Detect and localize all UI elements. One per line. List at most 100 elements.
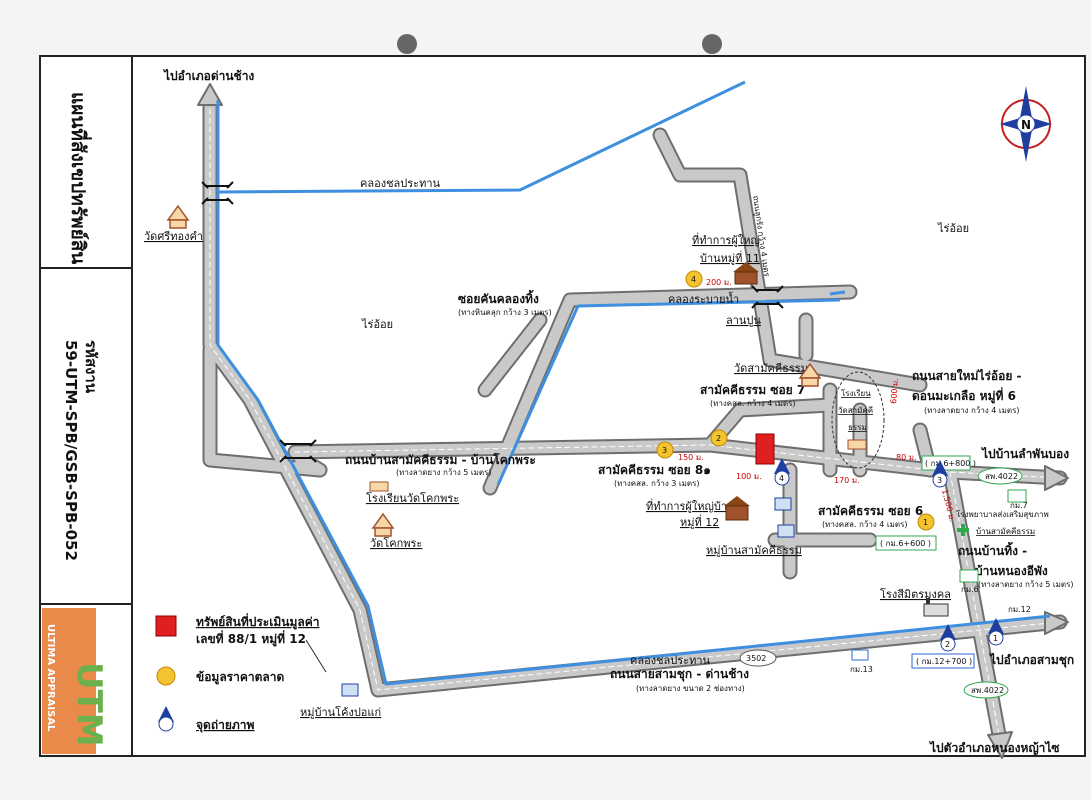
canals (216, 80, 1051, 686)
hospital-icon (957, 524, 969, 536)
destination-dan-chang: ไปอำเภอด่านช้าง (162, 68, 254, 83)
svg-text:( กม.12+700 ): ( กม.12+700 ) (916, 657, 972, 666)
road-rai-oi-donmaklua-1: ถนนสายใหม่ไร่อ้อย - (912, 368, 1022, 383)
road-ban-thing-1: ถนนบ้านทิ้ง - (958, 541, 1027, 558)
distance-600: 600 ม. (889, 378, 900, 404)
price-point-4: 4 (685, 270, 703, 288)
canal-label-bottom: คลองชลประทาน (630, 654, 711, 667)
area-rai-oi-west: ไร่อ้อย (361, 318, 393, 331)
road-soi-khan-khlong-thing: ซอยคันคลองทิ้ง (458, 289, 539, 306)
place-phu-yai-11-line1: ที่ทำการผู้ใหญ่ (692, 232, 760, 247)
route-shield: สพ.4022 (977, 467, 1023, 485)
compass-icon: N (1000, 86, 1052, 162)
road-soi-6: สามัคคีธรรม ซอย 6 (818, 504, 923, 518)
svg-text:กม.6: กม.6 (961, 585, 979, 594)
place-hospital-line2: บ้านสามัคคีธรรม (976, 527, 1035, 536)
place-village-khong-pon: หมู่บ้านโค้งปอแก่ (300, 705, 381, 719)
photo-point-3: 3 (932, 460, 948, 488)
legend-property-line1: ทรัพย์สินที่ประเมินมูลค่า (196, 613, 320, 630)
area-rai-oi-east: ไร่อ้อย (937, 222, 969, 235)
distance-80: 80 ม. (896, 453, 917, 462)
sidebar-title: แผนที่สังเขปทรัพย์สิน (67, 92, 92, 264)
temple-icon (166, 204, 190, 229)
place-school-khok-phra: โรงเรียนวัดโคกพระ (366, 491, 459, 505)
svg-text:( กม.6+600 ): ( กม.6+600 ) (880, 539, 931, 548)
road-soi-khan-khlong-thing-sub: (ทางหินคลุก กว้าง 3 เมตร) (458, 308, 552, 317)
property-marker (755, 433, 775, 465)
place-hospital-line1: โรงพยาบาลส่งเสริมสุขภาพ (956, 509, 1049, 519)
km-marker: ( กม.12+700 ) (911, 653, 975, 669)
price-point-3: 3 (656, 441, 674, 459)
logo-sub: ULTIMA APPRAISAL (45, 624, 56, 732)
km-post: กม.13 (850, 649, 873, 674)
svg-text:3: 3 (662, 446, 667, 455)
destination-sam-chuk: ไปอำเภอสามชุก (988, 652, 1074, 668)
place-village-samakkhi: หมู่บ้านสามัคคีธรรม (706, 544, 802, 557)
road-soi-8-sub: (ทางคสล. กว้าง 3 เมตร) (614, 479, 700, 488)
km-post: กม.12 (1008, 605, 1031, 614)
destination-nong-ya-sai: ไปตัวอำเภอหนองหญ้าไซ (928, 740, 1060, 755)
price-point-2: 2 (710, 429, 728, 447)
road-soi-8: สามัคคีธรรม ซอย 8๑ (598, 463, 711, 477)
bridges (201, 181, 784, 463)
road-soi-6-sub: (ทางคสล. กว้าง 4 เมตร) (822, 520, 908, 529)
legend-photo-swatch (158, 706, 174, 732)
binder-hole-right (702, 34, 722, 54)
legend-market: ข้อมูลราคาตลาด (196, 670, 285, 685)
school-boundary (831, 371, 885, 469)
binder-hole-left (397, 34, 417, 54)
legend-property-swatch (155, 615, 177, 637)
svg-text:สพ.4022: สพ.4022 (971, 686, 1004, 695)
school-icon (847, 439, 867, 450)
roads (197, 83, 1069, 759)
legend: ทรัพย์สินที่ประเมินมูลค่า เลขที่ 88/1 หม… (155, 613, 327, 733)
place-phu-yai-12-line1: ที่ทำการผู้ใหญ่บ้าน (646, 498, 735, 513)
destination-lam-phan-bong: ไปบ้านลำพันบอง (980, 446, 1069, 461)
svg-text:1: 1 (993, 634, 998, 643)
road-ban-thing-2: บ้านหนองอีพัง (975, 564, 1048, 578)
place-school-samakkhi-3: ธรรม (848, 423, 867, 432)
price-point-1: 1 (917, 513, 935, 531)
sidebar-code: 59-UTM-SPB/GSB-SPB-052 (62, 340, 80, 561)
sidebar-code-label: รหัสงาน (82, 340, 100, 394)
photo-point-4: 4 (774, 458, 790, 486)
svg-text:1: 1 (923, 518, 928, 527)
school-icon (369, 481, 389, 492)
km-marker: ( กม.6+800 ) (921, 455, 976, 471)
svg-text:กม.7: กม.7 (1010, 501, 1028, 510)
km-marker: ( กม.6+600 ) (875, 535, 937, 551)
place-wat-samakkhi-tham: วัดสามัคคีธรรม (734, 362, 808, 375)
road-soi-7-sub: (ทางคสล. กว้าง 4 เมตร) (710, 399, 796, 408)
village-icon (774, 497, 795, 538)
place-school-samakkhi-2: วัดสามัคคี (838, 406, 873, 415)
km-post: กม.7 (1007, 489, 1028, 510)
mill-icon (923, 598, 949, 617)
road-rai-oi-donmaklua-sub: (ทางลาดยาง กว้าง 4 เมตร) (924, 406, 1020, 415)
place-school-samakkhi-1: โรงเรียน (841, 388, 871, 398)
svg-text:กม.12: กม.12 (1008, 605, 1031, 614)
distance-200: 200 ม. (706, 278, 732, 287)
svg-text:3: 3 (937, 476, 942, 485)
photo-point-1: 1 (988, 618, 1004, 646)
office-icon (733, 262, 759, 285)
legend-market-swatch (156, 666, 176, 686)
logo-text: UTM (69, 662, 109, 747)
road-ban-samakkhi-tham: ถนนบ้านสามัคคีธรรม - บ้านโคกพระ (345, 452, 536, 467)
canal-label-top: คลองชลประทาน (360, 177, 441, 190)
svg-text:4: 4 (691, 275, 696, 284)
office-icon (724, 496, 750, 521)
svg-text:3502: 3502 (746, 654, 766, 663)
distance-170: 170 ม. (834, 476, 860, 485)
road-soi-7: สามัคคีธรรม ซอย 7 (700, 383, 805, 397)
road-sam-chuk-dan-chang-sub: (ทางลาดยาง ขนาด 2 ช่องทาง) (636, 684, 745, 693)
temple-icon (371, 512, 395, 537)
distance-150: 150 ม. (678, 453, 704, 462)
canal-label-rabai: คลองระบายน้ำ (668, 291, 739, 306)
route-shield: 3502 (739, 649, 777, 667)
svg-text:( กม.6+800 ): ( กม.6+800 ) (925, 459, 976, 468)
svg-text:2: 2 (945, 640, 950, 649)
distance-100: 100 ม. (736, 472, 762, 481)
legend-photo: จุดถ่ายภาพ (196, 718, 255, 733)
svg-text:2: 2 (716, 434, 721, 443)
place-wat-si-thong-kham: วัดศรีทองคำ (144, 230, 203, 243)
